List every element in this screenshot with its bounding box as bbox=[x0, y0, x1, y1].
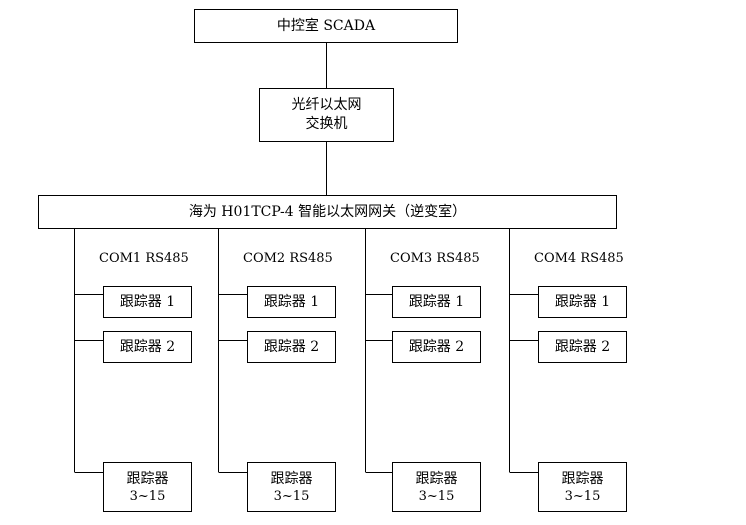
tracker-box-2: 跟踪器 2 bbox=[392, 331, 481, 363]
tracker-label: 3~15 bbox=[273, 488, 310, 504]
tracker-label: 跟踪器 2 bbox=[119, 338, 176, 355]
tracker-label: 跟踪器 2 bbox=[408, 338, 465, 355]
switch-label-line2: 交换机 bbox=[305, 116, 348, 132]
switch-label-line1: 光纤以太网 bbox=[291, 97, 362, 113]
tracker-box-2: 跟踪器 2 bbox=[103, 331, 192, 363]
com-port-label: COM2 RS485 bbox=[243, 251, 333, 266]
tracker-label: 跟踪器 1 bbox=[408, 293, 465, 310]
tracker-label: 跟踪器 bbox=[270, 470, 313, 487]
tracker-box-1: 跟踪器 1 bbox=[247, 286, 336, 318]
com-port-label: COM1 RS485 bbox=[99, 251, 189, 266]
tracker-label: 跟踪器 1 bbox=[263, 293, 320, 310]
tracker-label: 跟踪器 2 bbox=[263, 338, 320, 355]
tracker-label: 跟踪器 bbox=[561, 470, 604, 487]
tracker-label: 3~15 bbox=[129, 488, 166, 504]
tracker-box-2: 跟踪器 2 bbox=[538, 331, 627, 363]
tracker-box-1: 跟踪器 1 bbox=[538, 286, 627, 318]
fiber-switch-box: 光纤以太网 交换机 bbox=[259, 88, 394, 142]
tracker-label: 跟踪器 1 bbox=[554, 293, 611, 310]
tracker-label: 3~15 bbox=[564, 488, 601, 504]
gateway-label: 海为 H01TCP-4 智能以太网网关（逆变室） bbox=[188, 203, 467, 220]
tracker-label: 跟踪器 bbox=[415, 470, 458, 487]
tracker-label: 跟踪器 bbox=[126, 470, 169, 487]
tracker-box-2: 跟踪器 2 bbox=[247, 331, 336, 363]
scada-box: 中控室 SCADA bbox=[194, 9, 458, 43]
tracker-box-1: 跟踪器 1 bbox=[103, 286, 192, 318]
com-port-label: COM4 RS485 bbox=[534, 251, 624, 266]
gateway-box: 海为 H01TCP-4 智能以太网网关（逆变室） bbox=[38, 195, 617, 229]
tracker-label: 跟踪器 2 bbox=[554, 338, 611, 355]
tracker-box-1: 跟踪器 1 bbox=[392, 286, 481, 318]
com-port-label: COM3 RS485 bbox=[390, 251, 480, 266]
scada-label: 中控室 SCADA bbox=[276, 17, 376, 34]
tracker-label: 3~15 bbox=[418, 488, 455, 504]
tracker-label: 跟踪器 1 bbox=[119, 293, 176, 310]
